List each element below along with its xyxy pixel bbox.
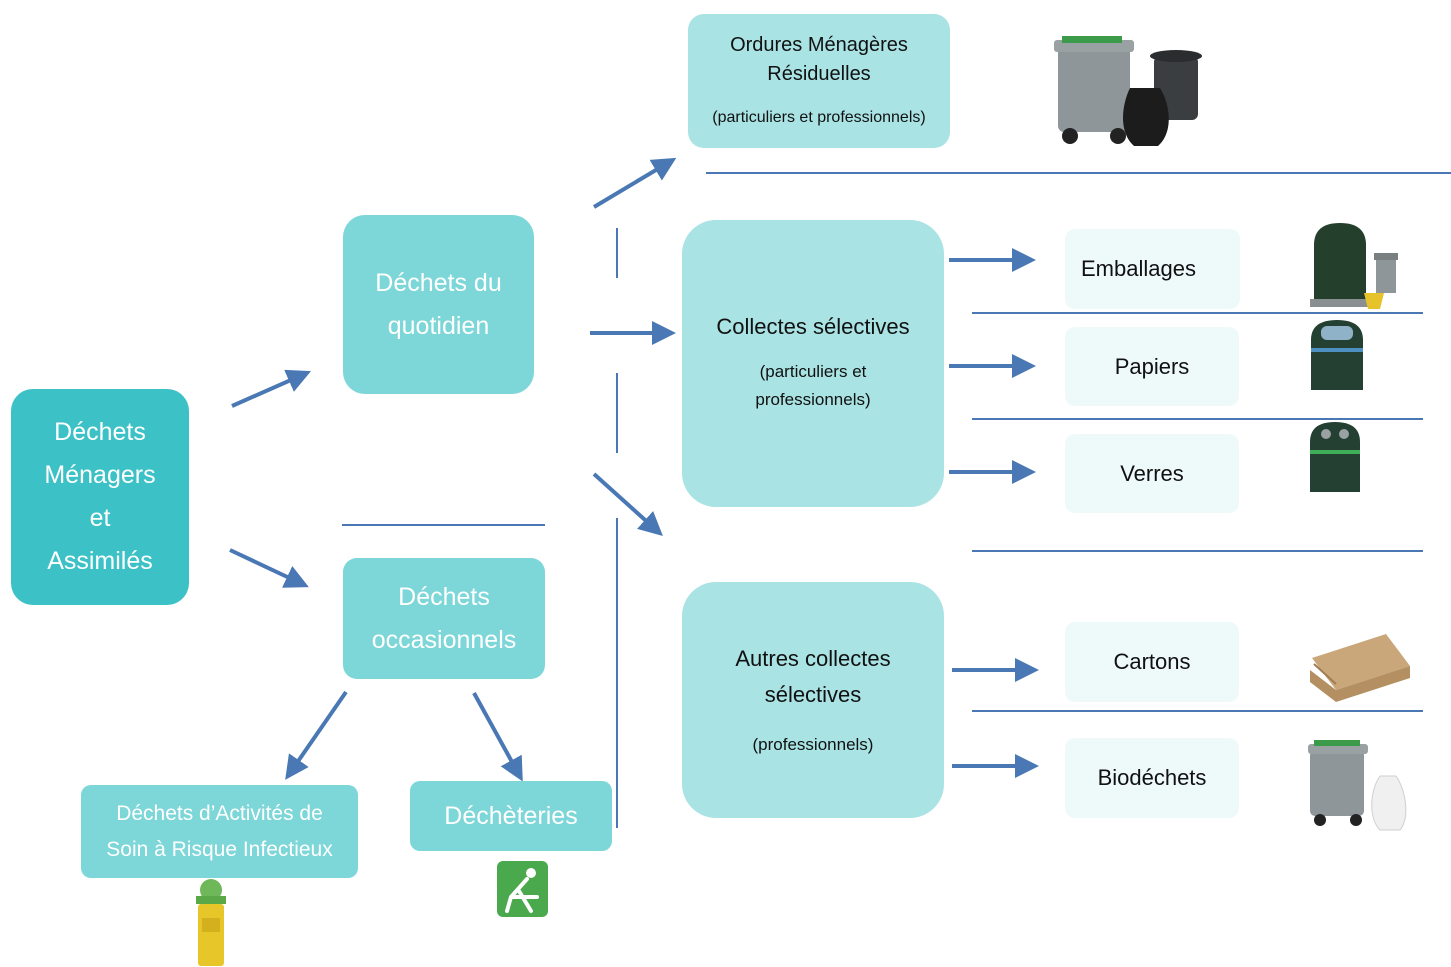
cartons-label: Cartons	[1113, 649, 1191, 674]
omr-title-line-2: Résiduelles	[767, 62, 871, 85]
autres-subtitle: (professionnels)	[752, 735, 874, 754]
decheterie-logo-icon	[497, 861, 548, 917]
divider-verres	[972, 550, 1423, 552]
stream-verres: Verres	[1065, 434, 1239, 513]
collectes-subtitle: (particuliers et professionnels)	[755, 358, 870, 414]
divider-emballages	[972, 312, 1423, 314]
collectes-node: Collectes sélectives (particuliers et pr…	[682, 220, 944, 507]
paper-container-icon	[1311, 320, 1363, 390]
autres-node: Autres collectes sélectives (professionn…	[682, 582, 944, 818]
arrow-to-decheteries	[472, 692, 523, 782]
sharps-container-icon	[196, 879, 226, 966]
collectes-subtitle-line-1: (particuliers et	[759, 361, 867, 381]
packaging-container-icon	[1310, 223, 1398, 309]
arrow-root-quotidien	[231, 369, 311, 408]
root-line-4: Assimilés	[47, 547, 153, 575]
biodechets-label: Biodéchets	[1097, 765, 1207, 790]
cardboard-stack-icon	[1310, 634, 1410, 702]
omr-subtitle: (particuliers et professionnels)	[712, 108, 926, 126]
vertical-divider-2	[616, 373, 618, 453]
bins-and-bag-icon	[1054, 36, 1202, 146]
occasionnels-node: Déchets occasionnels	[343, 558, 545, 679]
divider-papiers	[972, 418, 1423, 420]
vertical-divider-3	[616, 518, 618, 828]
quotidien-line-2: quotidien	[387, 311, 490, 340]
verres-label: Verres	[1120, 460, 1184, 486]
vertical-divider-1	[616, 228, 618, 278]
omr-title-line-1: Ordures Ménagères	[730, 33, 908, 56]
root-line-2: Ménagers	[44, 461, 156, 489]
arrow-to-omr	[592, 157, 677, 209]
emballages-label: Emballages	[1081, 256, 1196, 281]
stream-cartons: Cartons	[1065, 622, 1239, 702]
dasri-line-2: Soin à Risque Infectieux	[106, 837, 333, 861]
stream-emballages: Emballages	[1065, 229, 1240, 309]
arrow-to-autres	[592, 472, 663, 537]
quotidien-node: Déchets du quotidien	[343, 215, 534, 394]
occasionnels-line-1: Déchets	[398, 582, 490, 611]
autres-title-line-1: Autres collectes	[735, 646, 891, 671]
quotidien-line-1: Déchets du	[375, 268, 502, 297]
root-line-1: Déchets	[54, 418, 146, 446]
stream-papiers: Papiers	[1065, 327, 1239, 406]
collectes-title: Collectes sélectives	[716, 313, 910, 339]
stream-biodechets: Biodéchets	[1065, 738, 1239, 818]
root-node: Déchets Ménagers et Assimilés	[11, 389, 189, 605]
arrow-to-dasri	[285, 690, 348, 780]
decheteries-label: Déchèteries	[444, 801, 578, 830]
divider-quotidien-occasionnels	[342, 524, 545, 526]
collectes-subtitle-line-2: professionnels)	[755, 389, 871, 409]
divider-omr	[706, 172, 1451, 174]
glass-container-icon	[1310, 422, 1360, 492]
dasri-node: Déchets d’Activités de Soin à Risque Inf…	[81, 785, 358, 878]
dasri-line-1: Déchets d’Activités de	[116, 801, 323, 825]
arrow-root-occasionnels	[229, 548, 309, 588]
decheteries-node: Déchèteries	[410, 781, 612, 851]
omr-node: Ordures Ménagères Résiduelles (particuli…	[688, 14, 950, 148]
biowaste-bin-icon	[1308, 740, 1407, 831]
occasionnels-line-2: occasionnels	[371, 625, 517, 654]
root-line-3: et	[89, 504, 111, 532]
autres-title-line-2: sélectives	[764, 682, 862, 707]
divider-cartons	[972, 710, 1423, 712]
papiers-label: Papiers	[1114, 353, 1190, 379]
